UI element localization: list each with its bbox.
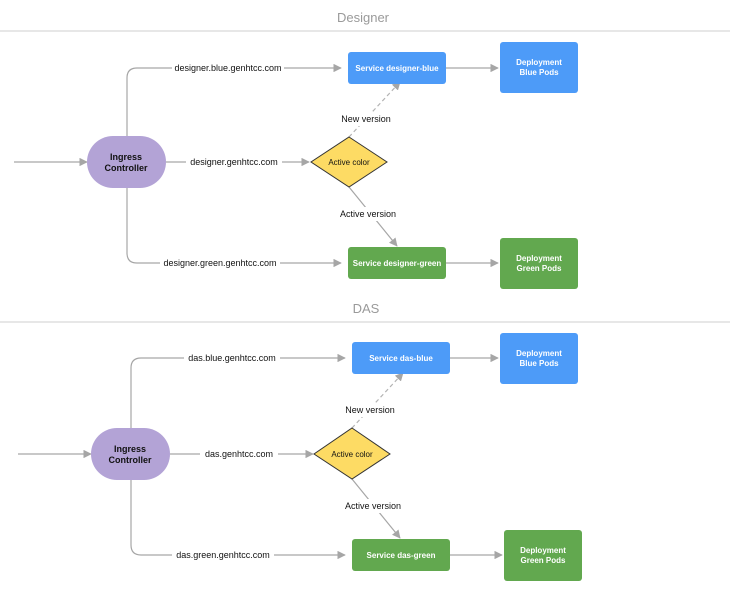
label-bg (186, 155, 282, 169)
label-bg (172, 548, 274, 562)
service-blue-label: Service designer-blue (355, 64, 439, 73)
deployment-green-pods-node[interactable] (504, 530, 582, 581)
service-green-label: Service designer-green (353, 259, 442, 268)
section-das: DAS das.blue.genhtcc.com das.genhtcc.com… (0, 301, 730, 581)
active-color-decision[interactable] (310, 136, 388, 188)
ingress-controller-label: Ingress (114, 444, 146, 454)
deployment-blue-label: Blue Pods (519, 68, 559, 77)
service-blue-label: Service das-blue (369, 354, 433, 363)
deployment-blue-label: Deployment (516, 58, 562, 67)
new-version-dashed-arrow (351, 372, 404, 429)
section-designer: Designer designer.blue.genhtcc.com desig… (0, 10, 730, 289)
deployment-blue-pods-node[interactable] (500, 333, 578, 384)
new-version-label: New version (341, 114, 391, 124)
deployment-green-label: Deployment (520, 546, 566, 555)
service-designer-blue-node[interactable] (348, 52, 446, 84)
label-bg (342, 403, 400, 417)
active-version-label: Active version (340, 209, 396, 219)
deployment-green-label: Deployment (516, 254, 562, 263)
deployment-green-label: Green Pods (517, 264, 562, 273)
active-color-label: Active color (328, 158, 370, 167)
ingress-controller-node[interactable] (87, 136, 166, 188)
deployment-blue-pods-node[interactable] (500, 42, 578, 93)
service-das-blue-node[interactable] (352, 342, 450, 374)
service-das-green-node[interactable] (352, 539, 450, 571)
ingress-controller-label: Controller (104, 163, 147, 173)
green-route-connector (126, 188, 342, 268)
section-title: Designer (337, 10, 390, 25)
deployment-green-label: Green Pods (521, 556, 566, 565)
label-bg (172, 61, 284, 75)
label-bg (200, 447, 278, 461)
active-color-label: Active color (331, 450, 373, 459)
blue-route-label: designer.blue.genhtcc.com (174, 63, 281, 73)
main-route-label: das.genhtcc.com (205, 449, 273, 459)
deployment-blue-label: Blue Pods (519, 359, 559, 368)
deployment-blue-label: Deployment (516, 349, 562, 358)
service-green-label: Service das-green (367, 551, 436, 560)
new-version-dashed-arrow (348, 81, 401, 138)
ingress-controller-label: Ingress (110, 152, 142, 162)
label-bg (341, 499, 405, 513)
blue-route-label: das.blue.genhtcc.com (188, 353, 276, 363)
ingress-controller-label: Controller (108, 455, 151, 465)
main-route-label: designer.genhtcc.com (190, 157, 278, 167)
active-color-decision[interactable] (313, 427, 391, 480)
blue-route-connector (130, 353, 346, 428)
deployment-green-pods-node[interactable] (500, 238, 578, 289)
service-designer-green-node[interactable] (348, 247, 446, 279)
green-route-label: designer.green.genhtcc.com (163, 258, 276, 268)
label-bg (184, 351, 280, 365)
active-version-label: Active version (345, 501, 401, 511)
label-bg (338, 112, 396, 126)
section-title: DAS (353, 301, 380, 316)
label-bg (160, 256, 280, 270)
ingress-controller-node[interactable] (91, 428, 170, 480)
green-route-connector (130, 480, 346, 560)
green-route-label: das.green.genhtcc.com (176, 550, 270, 560)
blue-route-connector (126, 63, 342, 136)
label-bg (336, 207, 400, 221)
new-version-label: New version (345, 405, 395, 415)
